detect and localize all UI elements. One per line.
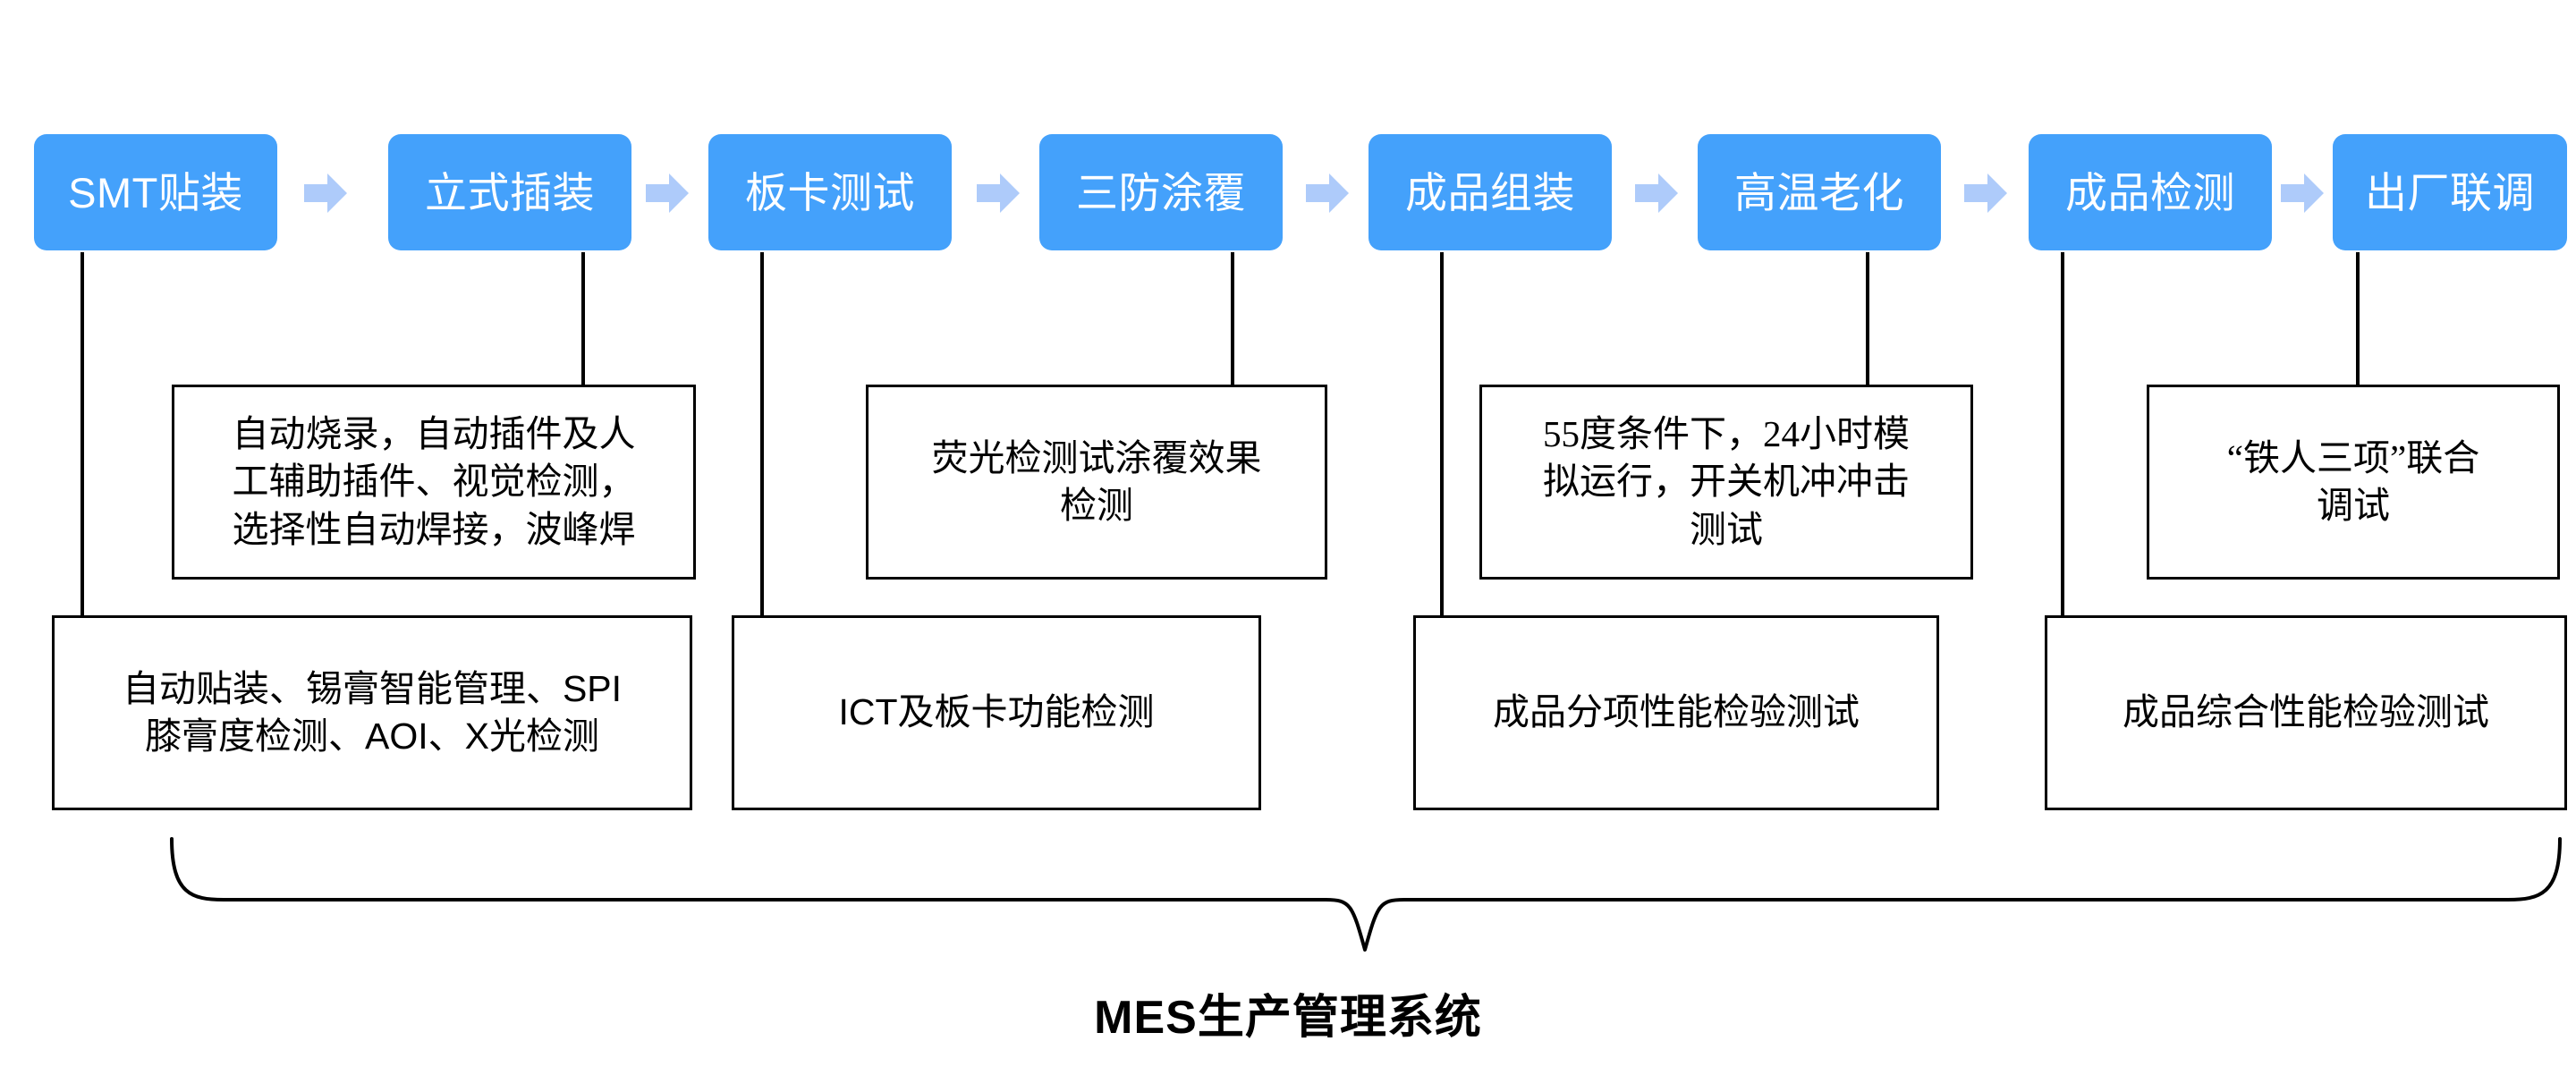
note-text-conformal-coating: 荧光检测试涂覆效果 检测 xyxy=(931,436,1262,526)
arrow-icon-3 xyxy=(977,174,1020,213)
stage-chip-conformal-coating[interactable]: 三防涂覆 xyxy=(1039,134,1283,250)
note-box-factory-commissioning: “铁人三项”联合 调试 xyxy=(2147,385,2560,580)
note-text-board-test: ICT及板卡功能检测 xyxy=(838,691,1155,733)
stage-label-conformal-coating: 三防涂覆 xyxy=(1076,168,1246,216)
arrow-icon-5 xyxy=(1635,174,1678,213)
stage-label-vertical-insert: 立式插装 xyxy=(425,168,595,216)
stage-chip-smt[interactable]: SMT贴装 xyxy=(34,134,277,250)
note-box-high-temp-aging: 55度条件下，24小时模 拟运行，开关机冲冲击 测试 xyxy=(1479,385,1973,580)
note-text-vertical-insert: 自动烧录，自动插件及人 工辅助插件、视觉检测， 选择性自动焊接，波峰焊 xyxy=(232,413,636,550)
stage-chip-vertical-insert[interactable]: 立式插装 xyxy=(388,134,631,250)
stage-chip-factory-commissioning[interactable]: 出厂联调 xyxy=(2333,134,2567,250)
note-box-final-inspection: 成品综合性能检验测试 xyxy=(2045,615,2567,810)
stage-chip-high-temp-aging[interactable]: 高温老化 xyxy=(1698,134,1941,250)
stage-label-high-temp-aging: 高温老化 xyxy=(1734,168,1904,216)
arrow-icon-4 xyxy=(1306,174,1349,213)
arrow-icon-7 xyxy=(2281,174,2324,213)
arrow-icon-6 xyxy=(1964,174,2007,213)
note-box-final-assembly: 成品分项性能检验测试 xyxy=(1413,615,1939,810)
arrow-icon-2 xyxy=(646,174,689,213)
note-box-board-test: ICT及板卡功能检测 xyxy=(732,615,1261,810)
arrow-icon-1 xyxy=(304,174,347,213)
note-box-vertical-insert: 自动烧录，自动插件及人 工辅助插件、视觉检测， 选择性自动焊接，波峰焊 xyxy=(172,385,696,580)
note-box-conformal-coating: 荧光检测试涂覆效果 检测 xyxy=(866,385,1327,580)
note-text-smt: 自动贴装、锡膏智能管理、SPI 膝膏度检测、AOI、X光检测 xyxy=(122,667,623,757)
stage-chip-board-test[interactable]: 板卡测试 xyxy=(708,134,952,250)
summary-caption: MES生产管理系统 xyxy=(1094,992,1482,1044)
stage-label-final-assembly: 成品组装 xyxy=(1405,168,1575,216)
stage-label-board-test: 板卡测试 xyxy=(745,168,915,216)
note-text-final-inspection: 成品综合性能检验测试 xyxy=(2123,691,2489,733)
summary-brace xyxy=(170,837,2562,952)
stage-chip-final-assembly[interactable]: 成品组装 xyxy=(1368,134,1612,250)
note-text-factory-commissioning: “铁人三项”联合 调试 xyxy=(2226,436,2480,526)
stage-label-factory-commissioning: 出厂联调 xyxy=(2365,168,2535,216)
process-stage-row: SMT贴装 立式插装 板卡测试 三防涂覆 成品组装 高温老化 成品检测 出厂联调 xyxy=(0,134,2576,250)
note-text-final-assembly: 成品分项性能检验测试 xyxy=(1493,691,1860,733)
note-text-high-temp-aging: 55度条件下，24小时模 拟运行，开关机冲冲击 测试 xyxy=(1543,413,1910,550)
stage-chip-final-inspection[interactable]: 成品检测 xyxy=(2029,134,2272,250)
stage-label-smt: SMT贴装 xyxy=(68,168,243,216)
stage-label-final-inspection: 成品检测 xyxy=(2065,168,2235,216)
note-box-smt: 自动贴装、锡膏智能管理、SPI 膝膏度检测、AOI、X光检测 xyxy=(52,615,692,810)
